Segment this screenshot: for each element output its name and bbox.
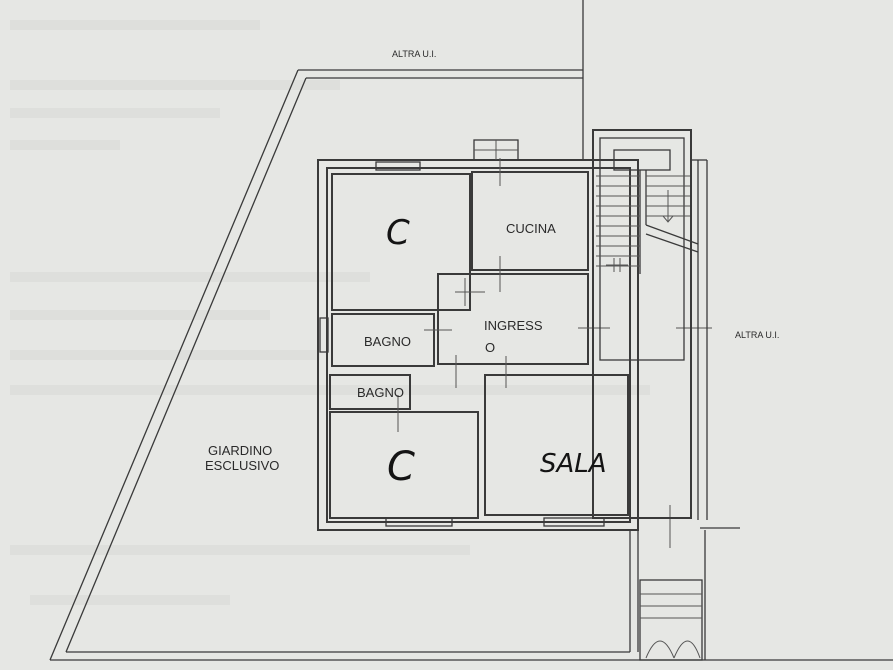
- label-ingresso-line1: INGRESS: [484, 318, 543, 333]
- exterior-stairs: [639, 579, 703, 661]
- label-altra-ui-right: ALTRA U.I.: [735, 330, 779, 340]
- label-giardino: GIARDINO: [208, 443, 272, 458]
- door-marks: [397, 158, 712, 548]
- label-bagno-upper: BAGNO: [364, 334, 411, 349]
- windows: [319, 139, 605, 527]
- label-cucina: CUCINA: [506, 221, 556, 236]
- label-camera-lower: C: [387, 444, 415, 490]
- label-bagno-lower: BAGNO: [357, 385, 404, 400]
- site-boundary: [49, 0, 893, 661]
- label-altra-ui-top: ALTRA U.I.: [392, 49, 436, 59]
- label-camera-upper: C: [386, 213, 410, 253]
- stairwell: [592, 129, 708, 520]
- room-walls: [329, 171, 629, 519]
- label-ingresso-line2: O: [485, 340, 495, 355]
- label-esclusivo: ESCLUSIVO: [205, 458, 279, 473]
- label-sala: SALA: [540, 449, 607, 479]
